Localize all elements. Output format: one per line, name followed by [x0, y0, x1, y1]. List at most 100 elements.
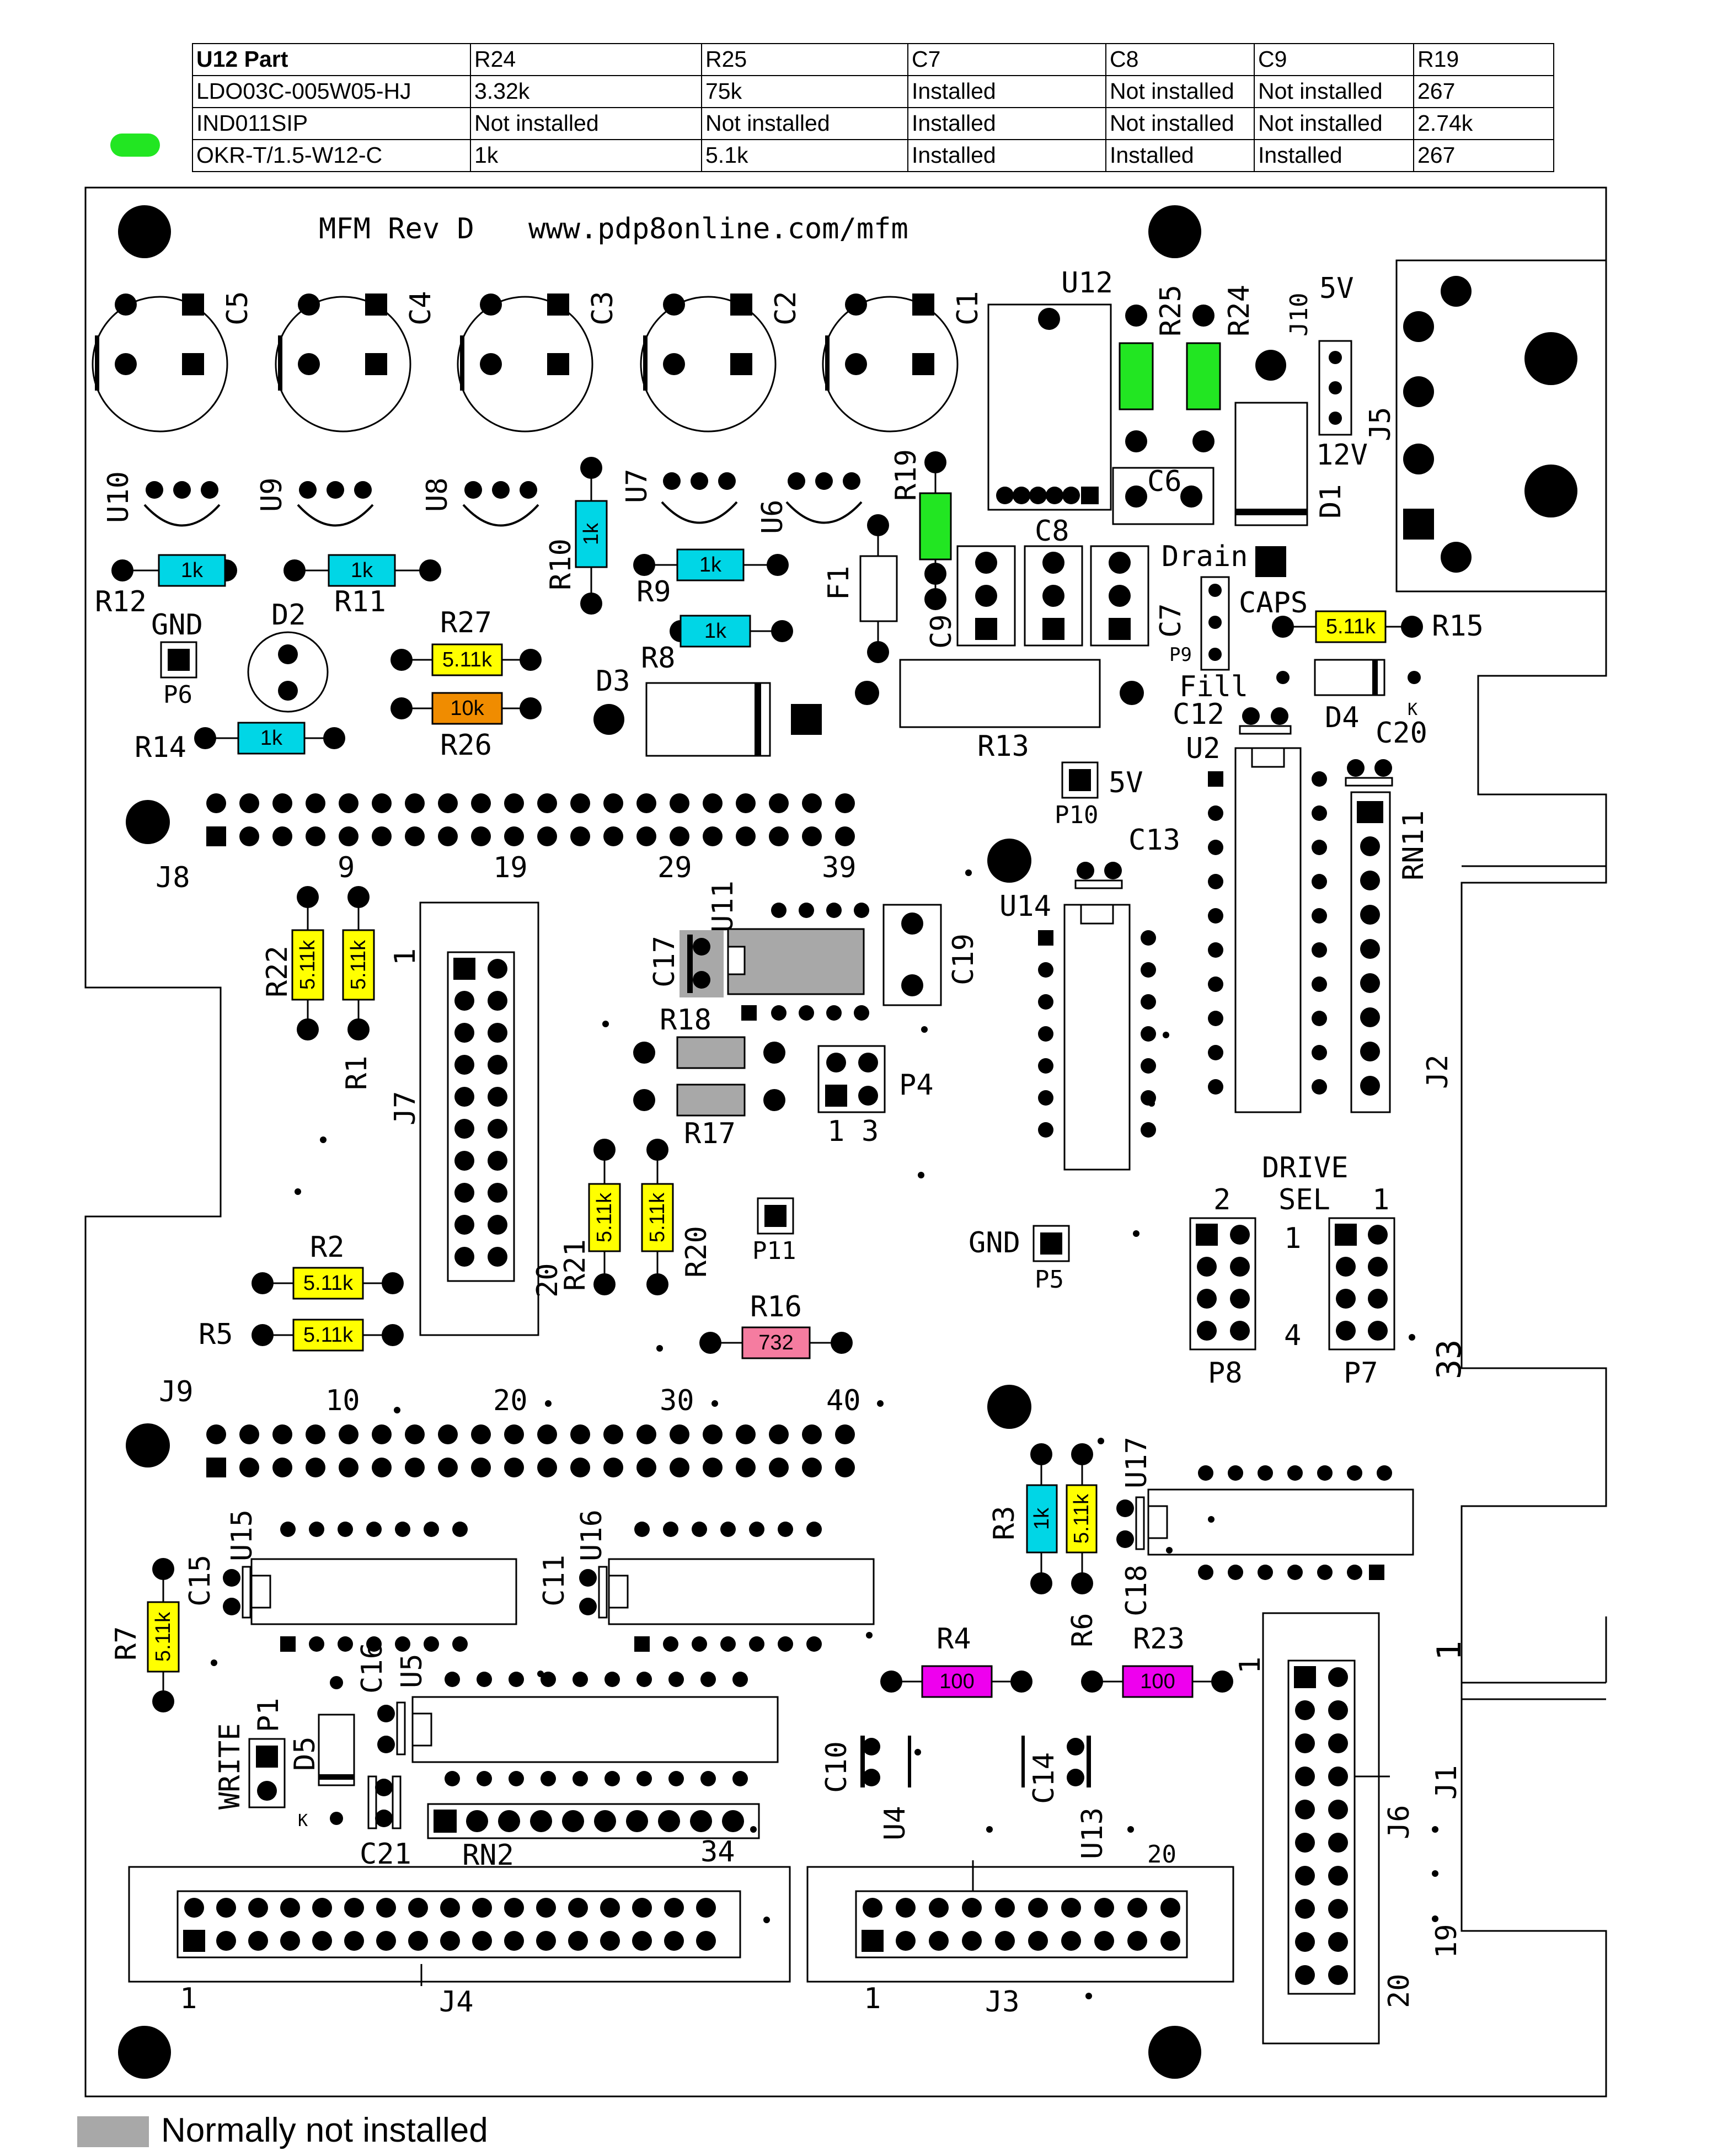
- j9-pin: [636, 1424, 656, 1444]
- j8-pin: [504, 793, 524, 813]
- label-f1: F1: [822, 565, 855, 600]
- resistor-r26: [431, 692, 503, 725]
- label-j1: J1: [1430, 1765, 1463, 1800]
- label-r4: R4: [937, 1623, 971, 1656]
- board-outline: [84, 186, 1607, 2098]
- header-j9: J9 10 20 30 40: [159, 1375, 861, 1477]
- j4-pin: [568, 1898, 588, 1918]
- j9-pin: [306, 1458, 325, 1477]
- value-r5: 5.11k: [303, 1324, 354, 1347]
- label-r11: R11: [334, 585, 386, 618]
- drive-select-jumpers: DRIVE SEL 2 1 1 4 P8 P7 33: [1189, 1151, 1469, 1390]
- u16-pin: [806, 1522, 822, 1537]
- j8-pin: [206, 793, 226, 813]
- j4-pin: [472, 1898, 492, 1918]
- u17-pin: [1198, 1565, 1213, 1580]
- j3-pin: [1094, 1898, 1114, 1918]
- table-cell: 75k: [701, 75, 908, 108]
- j4-pin: [312, 1931, 332, 1951]
- j4-pin: [472, 1931, 492, 1951]
- j7-pin: [454, 1119, 474, 1139]
- label-c6: C6: [1147, 465, 1182, 498]
- resistor-network-rn2: [427, 1803, 760, 1839]
- j9-pin: [835, 1424, 855, 1444]
- u5-pin: [668, 1771, 684, 1786]
- j4-pin: [600, 1931, 620, 1951]
- table-header-cell: U12 Part: [192, 43, 471, 76]
- label-r18: R18: [660, 1004, 711, 1037]
- u2-pin: [1312, 908, 1327, 924]
- u17-pin: [1317, 1465, 1333, 1481]
- rn2-pin: [498, 1810, 520, 1832]
- chip-u16: C11 U16: [538, 1509, 875, 1652]
- j6-pin: [1328, 1866, 1348, 1886]
- j9-pin: [405, 1458, 425, 1477]
- j3-pin: [929, 1898, 949, 1918]
- rn2-pin: [466, 1810, 488, 1832]
- label-c5: C5: [221, 291, 254, 325]
- label-u14: U14: [999, 890, 1051, 923]
- label-u7: U7: [620, 468, 654, 503]
- j6-pin: [1328, 1700, 1348, 1720]
- j6-pin: [1295, 1733, 1315, 1753]
- value-r16: 732: [758, 1331, 793, 1354]
- j7-pin: [488, 1087, 507, 1107]
- header-j10: J10 5V 12V J5: [1285, 272, 1397, 472]
- jumper-pin: [1230, 1257, 1250, 1277]
- u2-pin: [1312, 1045, 1327, 1060]
- j6-pin: [1295, 1899, 1315, 1919]
- header-j6: 1 J6 20 1 J1 19: [1234, 1612, 1469, 2045]
- j6-pin: [1328, 1667, 1348, 1687]
- header-j4: 1 J4: [128, 1866, 791, 2019]
- j8-pin-1: [206, 826, 226, 846]
- j4-pin: [504, 1898, 524, 1918]
- j8-pin: [670, 826, 689, 846]
- testpoint-p10: 5V P10: [1055, 761, 1143, 829]
- table-cell: 267: [1413, 139, 1554, 172]
- j9-pin: [438, 1458, 458, 1477]
- resistor-r15: [1315, 610, 1387, 643]
- label-r1: R1: [340, 1055, 373, 1090]
- j8-pin: [636, 793, 656, 813]
- label-r14: R14: [135, 731, 186, 764]
- header-j7: 1 J7 20: [389, 901, 564, 1336]
- j3-pin: [1028, 1898, 1048, 1918]
- resistor-r2: [292, 1267, 364, 1300]
- u2-pin: [1208, 805, 1223, 821]
- led-d2: D2: [247, 599, 329, 713]
- j9-pin: [570, 1458, 590, 1477]
- u16-pin: [692, 1522, 707, 1537]
- diode-d3: D3: [593, 665, 822, 757]
- table-header-cell: C9: [1254, 43, 1414, 76]
- u17-pin: [1347, 1565, 1362, 1580]
- resistor-r9: [676, 548, 745, 581]
- value-r15: 5.11k: [1326, 615, 1376, 638]
- u16-pin: [634, 1522, 650, 1537]
- label-p9: P9: [1169, 644, 1192, 666]
- label-j2: J2: [1421, 1054, 1454, 1089]
- u14-pin: [1141, 962, 1156, 978]
- u11-pin: [771, 903, 787, 918]
- table-row: IND011SIP Not installed Not installed In…: [192, 107, 1554, 140]
- u16-pin: [806, 1636, 822, 1652]
- u15-pin: [366, 1522, 382, 1537]
- j8-pin: [769, 793, 789, 813]
- u15-pin: [452, 1636, 468, 1652]
- u2-pin: [1208, 908, 1223, 924]
- j9-pin: [736, 1424, 756, 1444]
- label-u15: U15: [226, 1509, 259, 1561]
- table-cell: IND011SIP: [192, 107, 471, 140]
- rn1-pin: [1360, 836, 1380, 856]
- label-u10: U10: [102, 471, 135, 523]
- rn1-pin: [1360, 1076, 1380, 1096]
- j4-pin: [280, 1931, 300, 1951]
- u5-pin: [636, 1672, 652, 1687]
- j6-pin: [1295, 1700, 1315, 1720]
- label-gnd: GND: [151, 609, 203, 642]
- u17-pin: [1198, 1465, 1213, 1481]
- label-j9-30: 30: [660, 1384, 694, 1417]
- resistor-r5: [292, 1319, 364, 1352]
- j9-pin: [537, 1458, 557, 1477]
- j8-pin: [537, 793, 557, 813]
- u16-pin: [720, 1636, 736, 1652]
